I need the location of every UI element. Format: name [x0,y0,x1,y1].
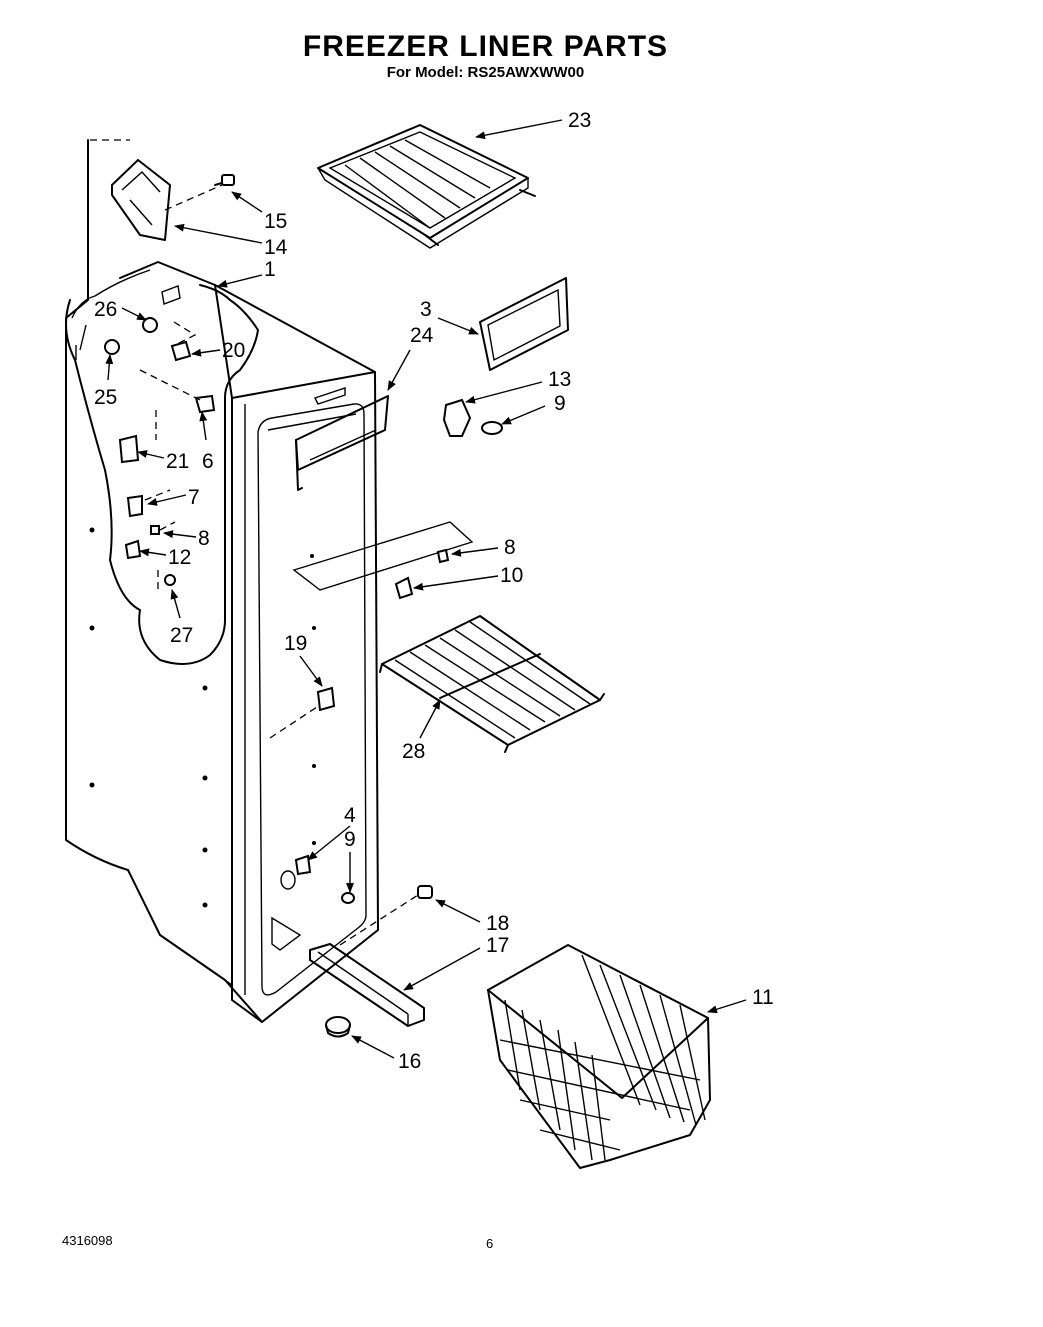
callout-11: 11 [752,986,774,1009]
callout-24: 24 [410,324,434,347]
model-subtitle: For Model: RS25AWXWW00 [386,64,585,81]
callout-27: 27 [170,624,193,647]
callout-12: 12 [168,546,191,569]
callout-16: 16 [398,1050,421,1073]
callout-19: 19 [284,632,307,655]
bracket-drawing [90,139,235,241]
callout-9-bottom: 9 [344,828,356,851]
callout-25: 25 [94,386,117,409]
document-number: 4316098 [62,1233,113,1248]
callout-9-top: 9 [554,392,566,415]
callout-1: 1 [264,258,276,281]
switch-parts-drawing [292,521,474,600]
callout-15: 15 [264,210,287,233]
callout-20: 20 [222,339,245,362]
page-number: 6 [486,1236,494,1251]
channel-drawing [309,885,433,1027]
callout-21: 21 [166,450,189,473]
top-shelf-drawing [317,124,536,249]
page-title: FREEZER LINER PARTS [302,30,669,63]
light-lens-drawing [479,277,569,371]
callout-17: 17 [486,934,509,957]
callout-7: 7 [188,486,200,509]
basket-drawing [487,944,711,1169]
freezer-liner-drawing [65,139,379,1023]
small-bracket-drawing [269,686,336,739]
callout-18: 18 [486,912,509,935]
callout-6: 6 [202,450,214,473]
callout-3: 3 [420,298,432,321]
callout-10: 10 [500,564,523,587]
light-socket-drawing [442,398,503,437]
callout-28: 28 [402,740,425,763]
callout-8-mid: 8 [504,536,516,559]
callout-4: 4 [344,804,356,827]
callout-26: 26 [94,298,117,321]
callout-8-side: 8 [198,527,210,550]
wire-shelf-drawing [379,615,605,753]
callout-14: 14 [264,236,288,259]
lower-light-parts-drawing [294,854,355,904]
leader-lines [105,119,747,1059]
cap-drawing [325,1016,351,1038]
light-shield-drawing [295,395,389,491]
callout-13: 13 [548,368,571,391]
callout-23: 23 [568,109,591,132]
side-components-drawing [75,317,216,590]
